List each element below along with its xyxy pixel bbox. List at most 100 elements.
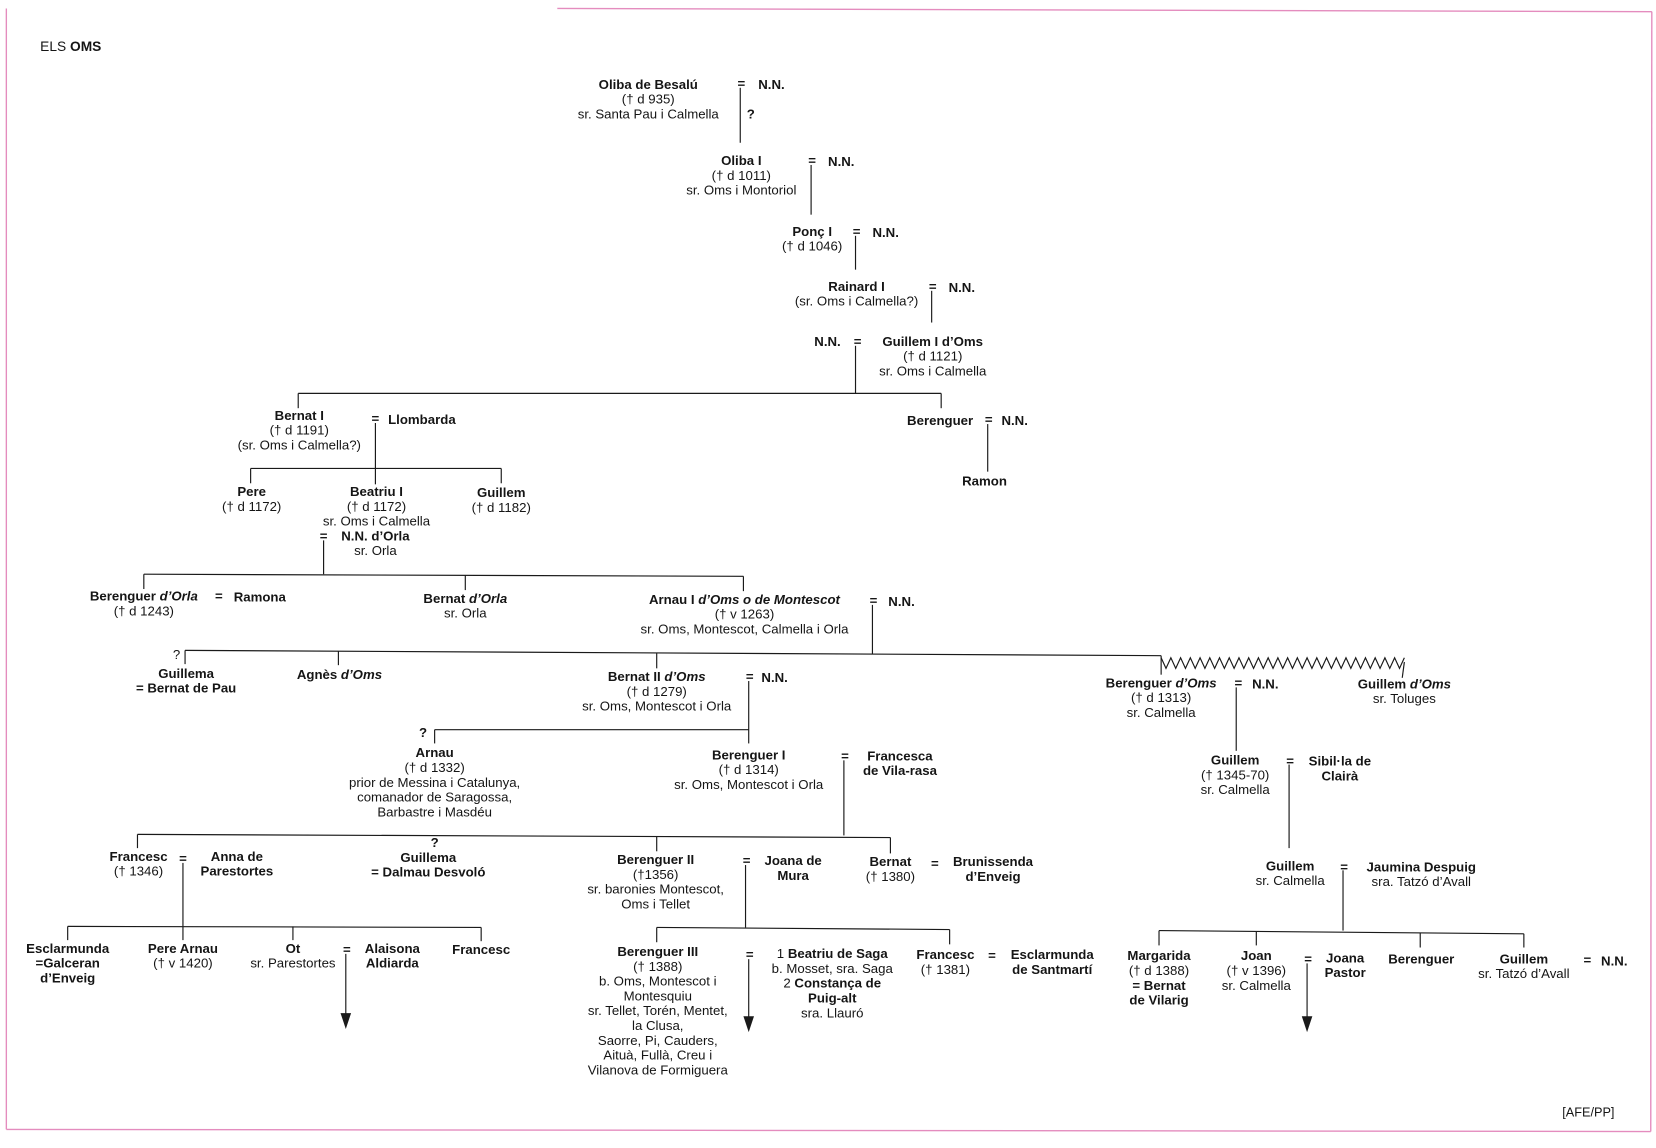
person-name: Bernat [869, 854, 912, 870]
person-lordship: la Clusa, [632, 1018, 684, 1034]
person-dates: († d 935) [621, 92, 675, 107]
person-name: Beatriu I [350, 484, 403, 500]
person-guillem-doms: Guillem d’Oms sr. Toluges [1358, 677, 1451, 707]
spouse-name: Esclarmunda [1010, 947, 1094, 963]
person-dates: († v 1396) [1226, 963, 1287, 979]
marriage-sign: = [371, 411, 380, 427]
marriage-sign: = [319, 528, 328, 544]
page-frame [5, 7, 1653, 1133]
marriage-sign: = [342, 942, 351, 958]
person-guillem-tatzo: Guillem sr. Tatzó d’Avall [1478, 952, 1569, 982]
zigzag-connector [1160, 656, 1405, 670]
person-lordship: sr. Oms i Calmella [322, 513, 431, 529]
person-lordship: Oms i Tellet [621, 896, 691, 912]
spouse-francesca-de-vila-rasa: Francesca de Vila-rasa [863, 749, 937, 779]
person-lordship: sr. baronies Montescot, [587, 881, 724, 897]
person-berenguer-ii: Berenguer II (†1356) sr. baronies Montes… [587, 852, 724, 911]
marriage-sign: = [984, 412, 993, 428]
person-beatriu-i: Beatriu I († d 1172) sr. Oms i Calmella [323, 484, 430, 528]
person-dates: († 1388) [633, 959, 683, 974]
person-lordship: b. Oms, Montescot i [598, 973, 717, 989]
spouse-name: N.N. [761, 670, 788, 686]
spouse-name: Puig-alt [808, 990, 857, 1006]
surname: d’Orla [468, 591, 508, 606]
spouse-name: Brunissenda [952, 854, 1034, 870]
uncertain-mark: ? [418, 725, 428, 741]
person-name: Berenguer I [711, 747, 786, 763]
spouse-line: d’Enveig [40, 970, 96, 986]
person-lordship: Vilanova de Formiguera [587, 1062, 728, 1078]
person-name: Joan [1240, 948, 1272, 964]
spouse-name: N.N. [828, 154, 855, 170]
person-office: Barbastre i Masdéu [377, 804, 492, 820]
spouse-name: Mura [777, 868, 809, 884]
given-name: Guillem [1357, 676, 1407, 692]
person-ot: Ot sr. Parestortes [250, 941, 335, 971]
spouse-brunissenda-denveig: Brunissenda d’Enveig [953, 854, 1033, 884]
person-francesc-1381: Francesc († 1381) [916, 948, 974, 978]
person-name: Berenguer III [617, 944, 699, 960]
spouse-anna-de-parestortes: Anna de Parestortes [201, 849, 274, 879]
spouse-2-name: 2 Constança de [772, 976, 893, 991]
person-office: prior de Messina i Catalunya, [349, 775, 521, 790]
title-prefix: ELS [40, 38, 67, 54]
marriage-sign: = [1340, 859, 1348, 875]
surname: d’Oms [340, 667, 383, 683]
person-joan: Joan († v 1396) sr. Calmella [1222, 949, 1291, 993]
person-lordship: Montesquiu [623, 988, 692, 1004]
person-agnes-doms: Agnès d’Oms [297, 667, 382, 682]
person-dates: († d 1388) [1128, 963, 1190, 979]
marriage-sign: = [1583, 952, 1592, 968]
connector-line [656, 926, 950, 931]
marriage-sign: = [852, 224, 861, 239]
person-arnau-i: Arnau I d’Oms o de Montescot († v 1263) … [641, 592, 849, 636]
person-dates: († d 1279) [626, 684, 687, 700]
person-dates: († d 1046) [782, 238, 843, 254]
frame-line [557, 7, 1652, 13]
spouse-name: N.N. [888, 594, 915, 610]
spouse-line: = Bernat de Pau [135, 681, 237, 696]
person-dates: († d 1332) [404, 760, 465, 776]
given-name: Bernat [423, 591, 466, 606]
marriage-sign: = [841, 748, 849, 764]
person-dates: († v 1420) [153, 955, 213, 971]
spouse-name: N.N. [758, 77, 785, 93]
spouse-name: de Vila-rasa [862, 763, 937, 779]
person-lordship: sr. Calmella [1255, 873, 1325, 889]
connector-line [67, 925, 482, 929]
person-francesc: Francesc [452, 942, 510, 957]
person-lordship: sr. Parestortes [250, 955, 336, 971]
person-name: Esclarmunda [26, 941, 110, 956]
spouse-lordship: sra. Llauró [801, 1005, 864, 1021]
spouse-jaumina-despuig: Jaumina Despuig sra. Tatzó d’Avall [1367, 860, 1476, 890]
person-name: Arnau I d’Oms o de Montescot [641, 592, 849, 607]
marriage-sign: = [808, 153, 817, 169]
person-lordship: Saorre, Pi, Cauders, [597, 1033, 718, 1048]
person-name: Berenguer d’Oms [1106, 676, 1217, 691]
frame-line [6, 1128, 1651, 1133]
person-bernat-i: Bernat I († d 1191) (sr. Oms i Calmella?… [238, 408, 361, 452]
spouse-name: Llombarda [388, 412, 456, 428]
diagram-title: ELS OMS [40, 39, 101, 54]
person-lordship: sr. Oms, Montescot i Orla [582, 699, 732, 714]
given-name: Bernat II [607, 669, 661, 685]
spouse-name: Francesca [867, 748, 933, 764]
person-dates: († d 1121) [903, 348, 963, 364]
spouses-berenguer-iii: 1 Beatriu de Saga b. Mosset, sra. Saga 2… [772, 946, 893, 1020]
spouse-name: Beatriu de Saga [787, 946, 888, 962]
spouse-name: N.N. [948, 280, 976, 296]
person-dates: († d 1182) [471, 500, 531, 516]
person-lordship: (sr. Oms i Calmella?) [237, 437, 361, 453]
credit-text: [AFE/PP] [1562, 1105, 1615, 1120]
person-lordship: sr. Orla [443, 605, 487, 621]
person-dates: († d 1243) [113, 603, 174, 619]
person-name: Agnès d’Oms [297, 667, 382, 682]
person-ponc-i: Ponç I († d 1046) [782, 224, 842, 254]
marriage-sign: = [869, 593, 878, 609]
given-name: Berenguer [1105, 675, 1172, 691]
spouse-name: Joana [1326, 950, 1365, 966]
spouse-line: = Bernat [1132, 978, 1186, 993]
person-dates: († d 1313) [1131, 690, 1192, 706]
marriage-sign: = [1304, 951, 1312, 967]
